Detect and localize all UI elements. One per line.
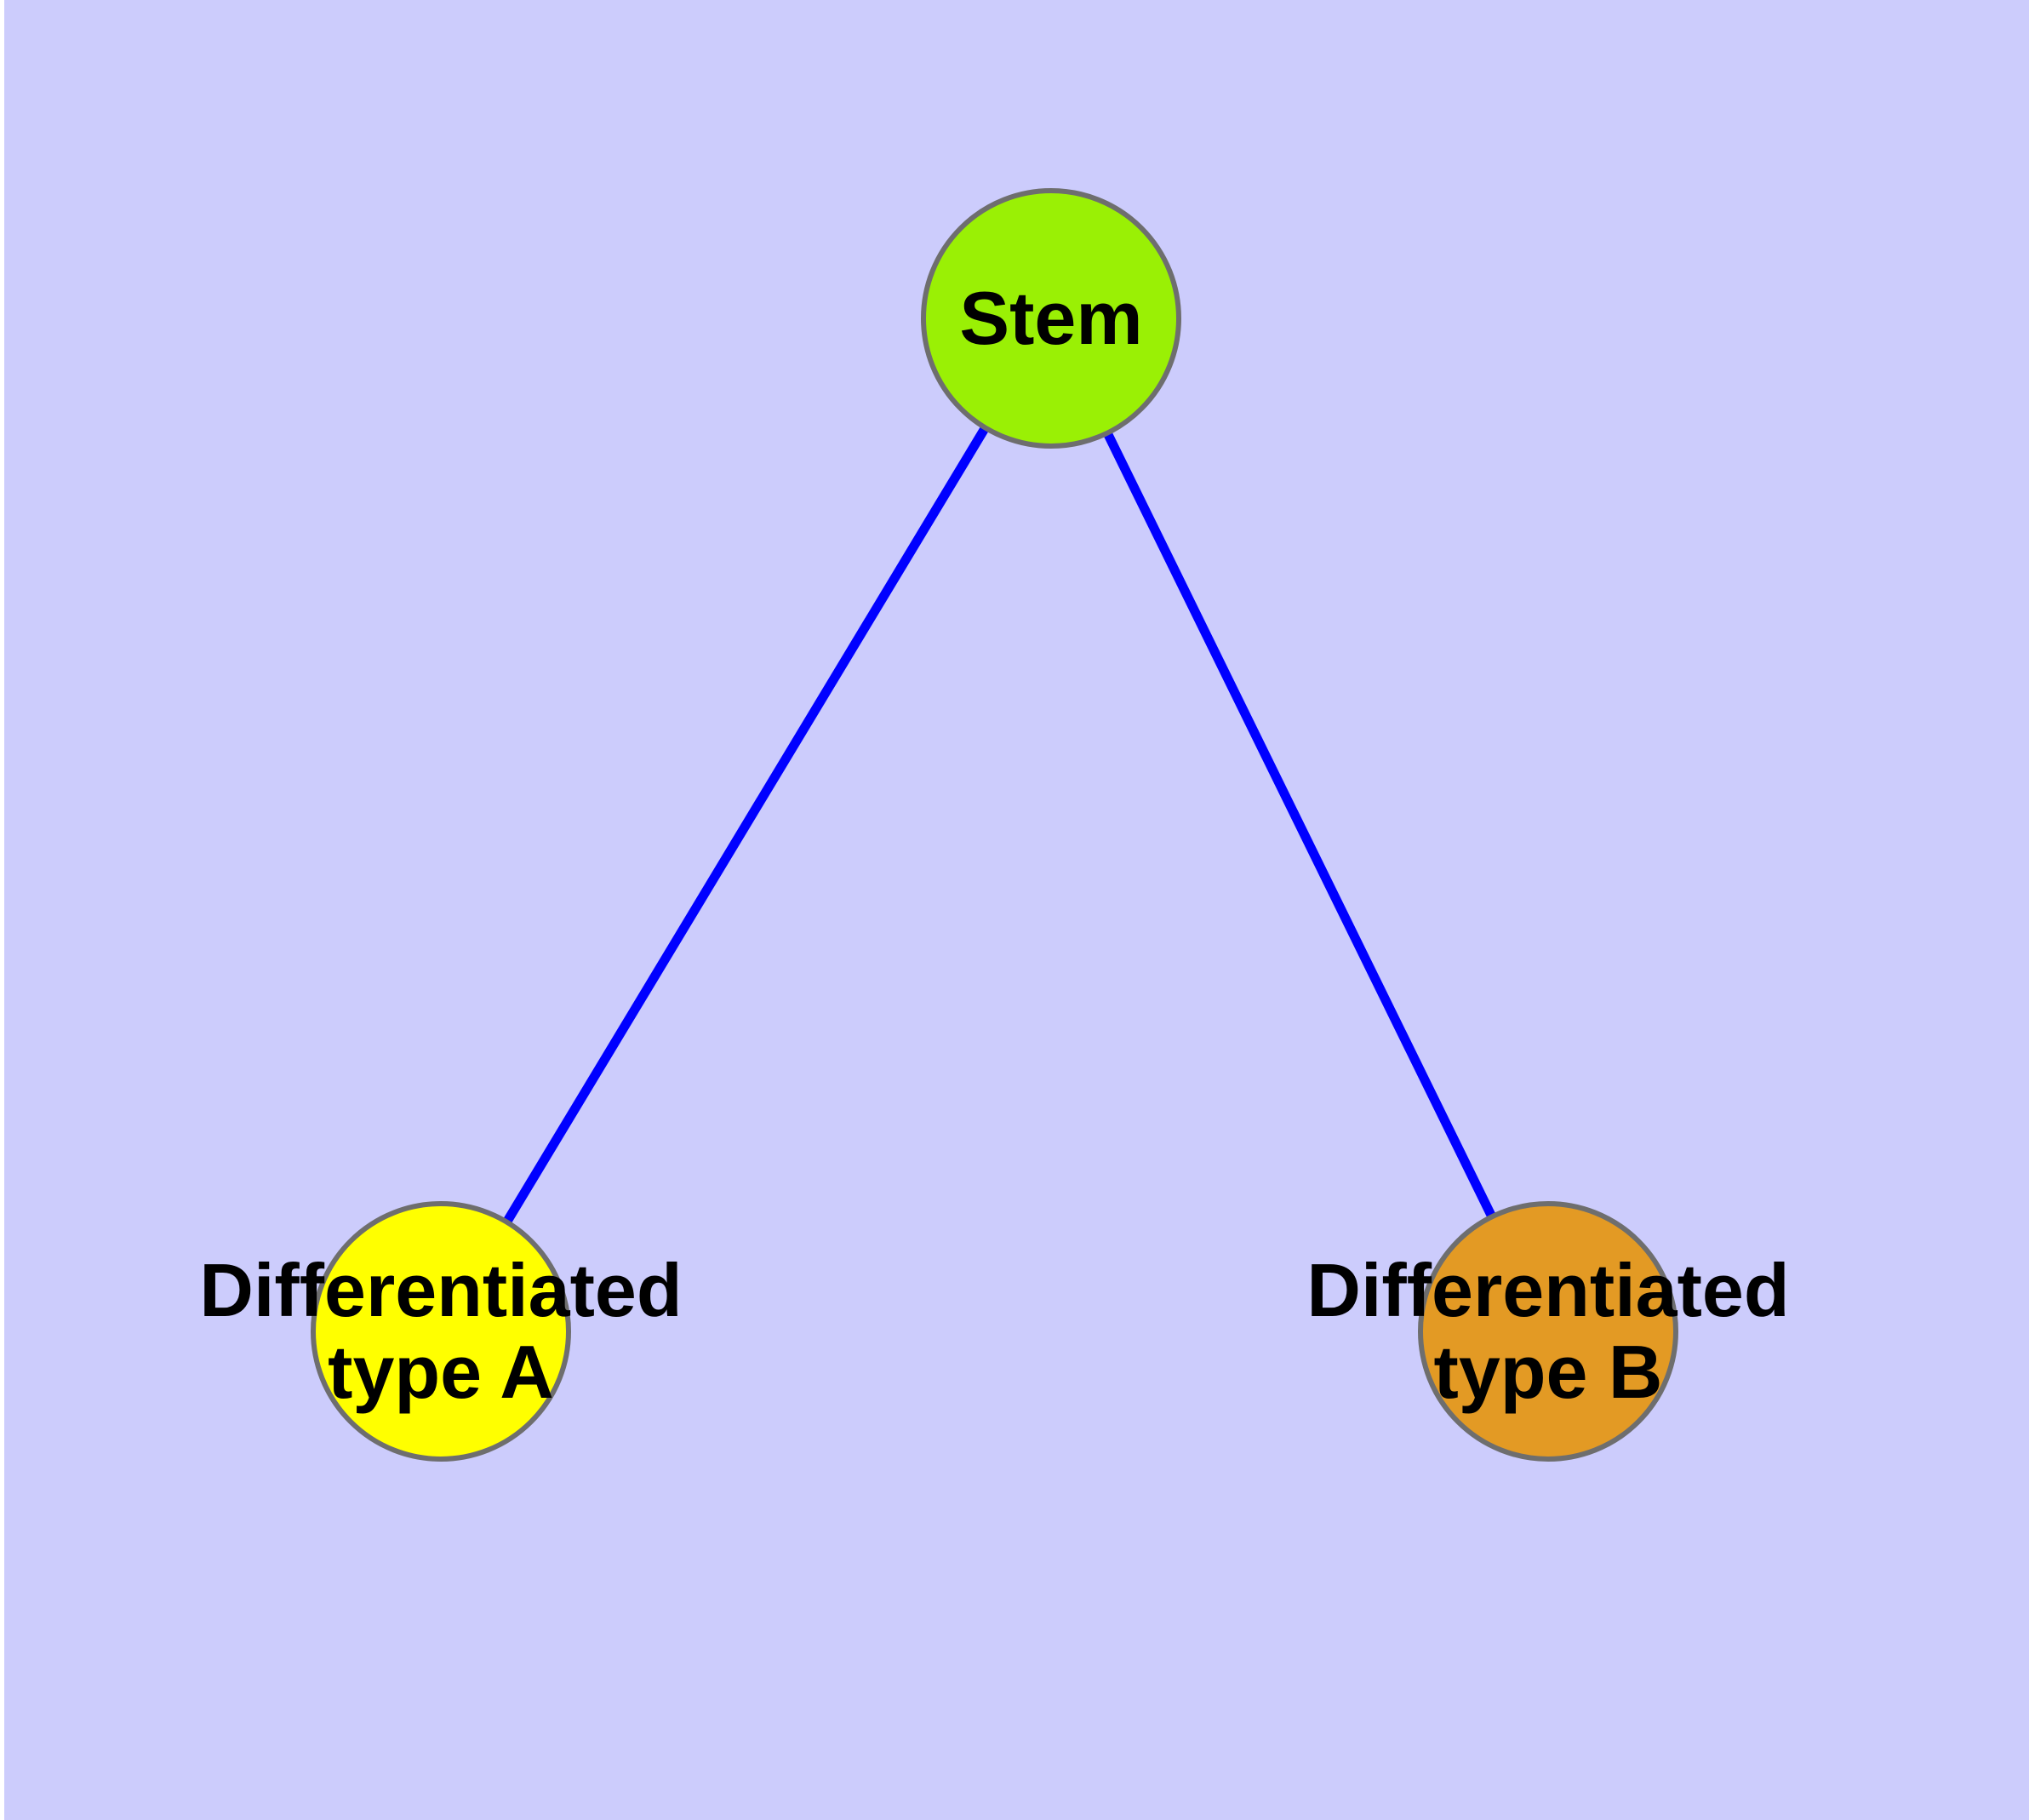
- node-label-line: Stem: [959, 276, 1142, 360]
- node-circle-stem[interactable]: [921, 188, 1181, 449]
- node-label-stem: Stem: [959, 276, 1142, 360]
- edge-stem-diff-b[interactable]: [1102, 429, 1497, 1221]
- node-label-line: Differentiated: [199, 1248, 682, 1332]
- edges-layer: [501, 423, 1497, 1227]
- node-label-line: type A: [328, 1330, 554, 1414]
- node-stem[interactable]: Stem: [921, 188, 1181, 449]
- node-circle-diff_b[interactable]: [1418, 1201, 1678, 1462]
- node-label-line: type B: [1434, 1330, 1663, 1414]
- node-label-line: Differentiated: [1306, 1248, 1789, 1332]
- node-circle-diff_a[interactable]: [311, 1201, 571, 1462]
- edge-stem-diff-a[interactable]: [501, 423, 991, 1227]
